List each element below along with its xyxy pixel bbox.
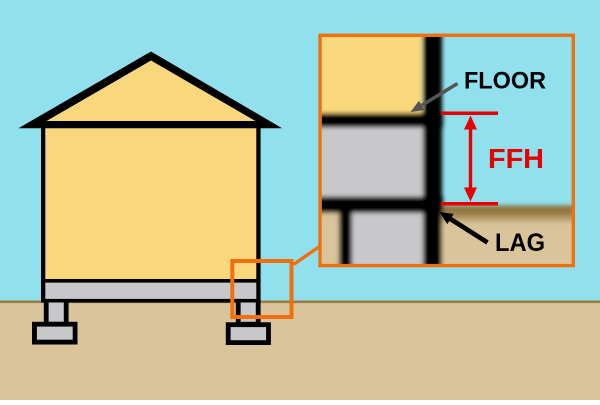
svg-text:FLOOR: FLOOR [464, 68, 546, 95]
svg-text:LAG: LAG [495, 229, 545, 257]
svg-text:FFH: FFH [488, 143, 544, 174]
